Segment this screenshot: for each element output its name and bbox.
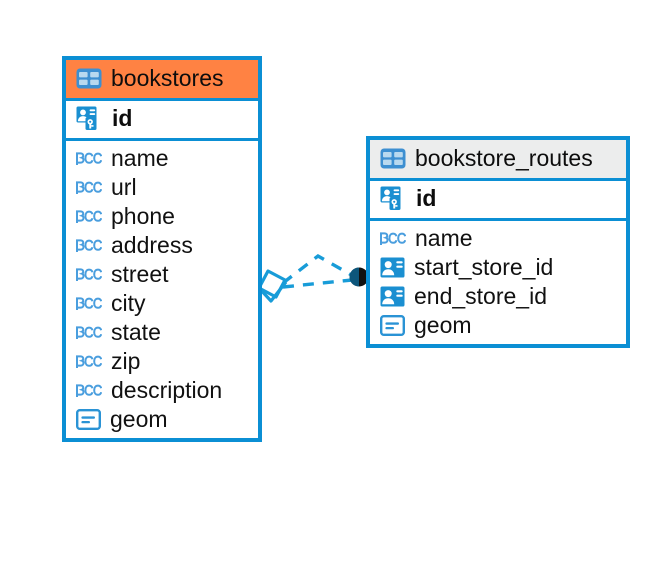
field-row-description[interactable]: description [66, 376, 258, 405]
field-label: name [415, 225, 473, 251]
entity-name-label: bookstore_routes [415, 145, 593, 171]
relationship-line-lower [282, 278, 353, 289]
field-label: end_store_id [414, 283, 547, 309]
foreign-key-icon [380, 286, 405, 307]
primary-key-label: id [416, 185, 437, 211]
field-row-phone[interactable]: phone [66, 202, 258, 231]
field-row-end-store-id[interactable]: end_store_id [370, 282, 626, 311]
field-row-city[interactable]: city [66, 289, 258, 318]
field-row-start-store-id[interactable]: start_store_id [370, 253, 626, 282]
text-abc-icon [76, 326, 102, 339]
field-row-url[interactable]: url [66, 173, 258, 202]
field-label: name [111, 145, 169, 171]
field-label: zip [111, 348, 141, 374]
field-row-primary-key[interactable]: id [370, 181, 626, 221]
field-label: geom [414, 312, 472, 338]
field-label: address [111, 232, 193, 258]
field-row-geom[interactable]: geom [66, 405, 258, 434]
entity-bookstores[interactable]: bookstores id [62, 56, 262, 442]
field-label: city [111, 290, 146, 316]
field-row-name[interactable]: name [370, 224, 626, 253]
table-icon [380, 148, 406, 169]
table-icon [76, 68, 102, 89]
relationship-line-upper [281, 253, 356, 285]
primary-key-icon [76, 106, 97, 130]
text-abc-icon [76, 152, 102, 165]
geometry-icon [76, 409, 101, 430]
text-abc-icon [76, 210, 102, 223]
text-abc-icon [380, 232, 406, 245]
field-row-zip[interactable]: zip [66, 347, 258, 376]
field-label: description [111, 377, 223, 403]
field-row-state[interactable]: state [66, 318, 258, 347]
entity-header-bookstores[interactable]: bookstores [66, 60, 258, 101]
field-label: phone [111, 203, 175, 229]
entity-name-label: bookstores [111, 65, 224, 91]
field-label: street [111, 261, 169, 287]
field-label: start_store_id [414, 254, 554, 280]
field-row-geom[interactable]: geom [370, 311, 626, 340]
diamond-marker [257, 269, 288, 303]
text-abc-icon [76, 239, 102, 252]
field-row-address[interactable]: address [66, 231, 258, 260]
text-abc-icon [76, 384, 102, 397]
text-abc-icon [76, 268, 102, 281]
geometry-icon [380, 315, 405, 336]
field-row-primary-key[interactable]: id [66, 101, 258, 141]
primary-key-icon [380, 186, 401, 210]
field-label: state [111, 319, 161, 345]
text-abc-icon [76, 297, 102, 310]
text-abc-icon [76, 181, 102, 194]
entity-fields-bookstores: name url phone [66, 141, 258, 438]
entity-header-bookstore-routes[interactable]: bookstore_routes [370, 140, 626, 181]
field-row-name[interactable]: name [66, 144, 258, 173]
field-label: geom [110, 406, 168, 432]
entity-bookstore-routes[interactable]: bookstore_routes id [366, 136, 630, 348]
foreign-key-icon [380, 257, 405, 278]
entity-fields-bookstore-routes: name start_store_id [370, 221, 626, 344]
field-row-street[interactable]: street [66, 260, 258, 289]
field-label: url [111, 174, 137, 200]
text-abc-icon [76, 355, 102, 368]
primary-key-label: id [112, 105, 133, 131]
